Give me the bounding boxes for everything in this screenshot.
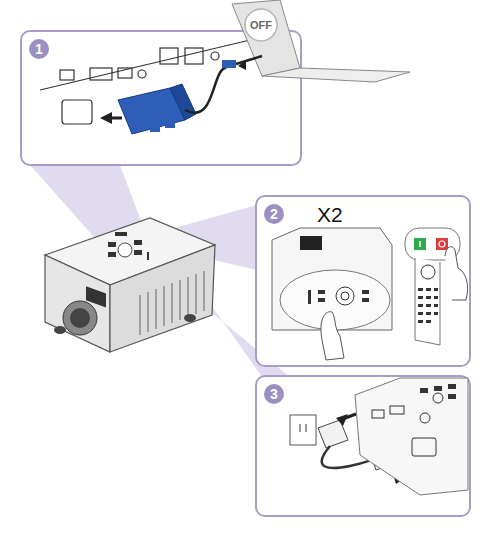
step-panel: 2 X2	[255, 195, 471, 367]
power-cord	[290, 378, 468, 495]
off-indicator: OFF	[244, 8, 278, 42]
step-panel: 3	[255, 375, 471, 517]
light-beam	[30, 165, 150, 255]
step-panel: 1OFF	[20, 30, 302, 166]
laptop	[222, 0, 410, 82]
remote-control	[405, 228, 468, 345]
callout-number: 3	[264, 384, 284, 404]
repeat-note: X2	[317, 203, 343, 227]
rear-ports	[40, 40, 250, 124]
callout-number: 1	[29, 39, 49, 59]
projector	[45, 218, 215, 352]
projector-top-detail	[272, 228, 392, 360]
power-adapter	[100, 66, 230, 134]
light-beam	[150, 205, 257, 270]
status-text: OFF	[244, 8, 278, 42]
callout-number: 2	[264, 204, 284, 224]
